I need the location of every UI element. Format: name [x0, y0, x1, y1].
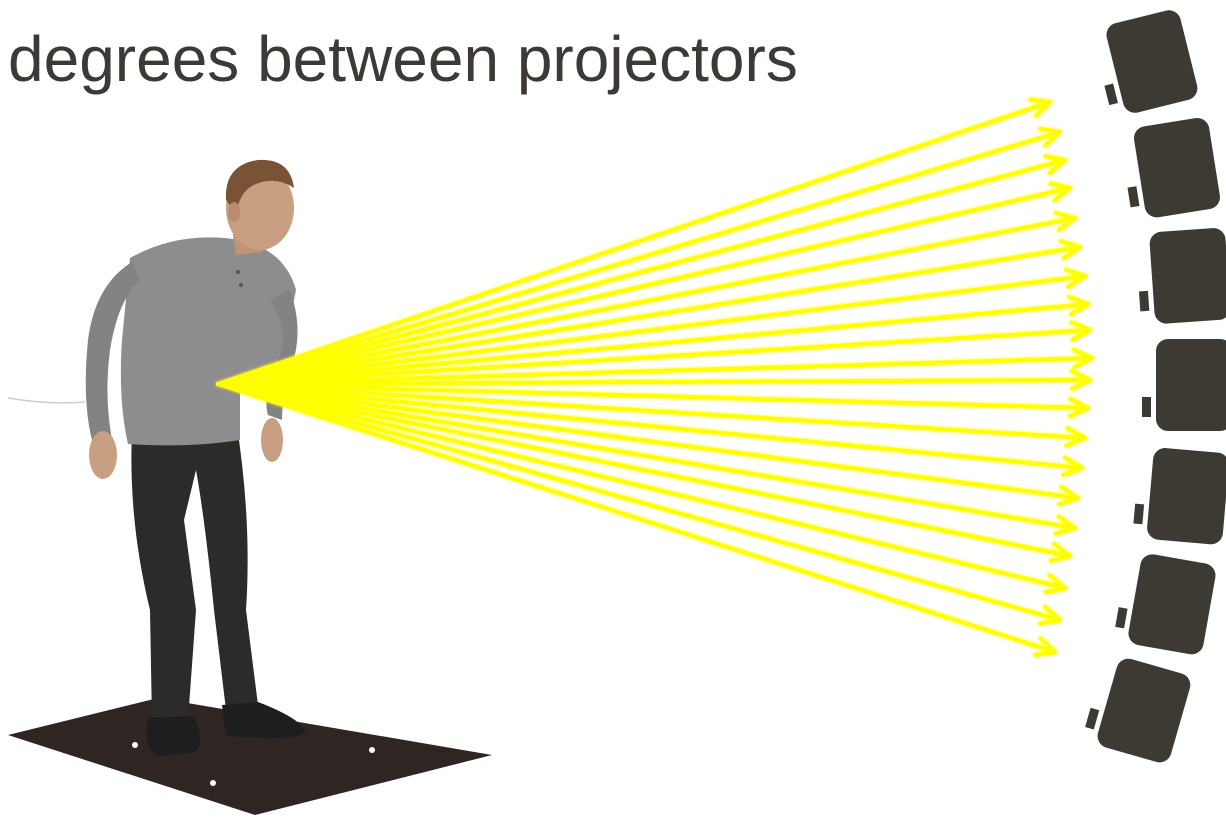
projector-array	[1085, 10, 1226, 763]
ray-arrow	[216, 210, 1077, 386]
floor-mat	[8, 698, 492, 815]
ray-arrow	[216, 382, 1084, 477]
projector-icon	[1142, 339, 1226, 431]
ray-arrow	[216, 382, 1067, 595]
ray-arrow	[216, 126, 1062, 386]
floor-mark	[132, 742, 138, 748]
ray-arrow	[216, 382, 1077, 536]
projector-icon	[1138, 228, 1226, 324]
ray-arrow	[216, 382, 1090, 419]
ray-arrow	[216, 382, 1057, 657]
projector-icon	[1133, 448, 1226, 545]
ray-fan	[216, 97, 1094, 657]
background-line	[7, 397, 86, 404]
ray-arrow	[216, 181, 1072, 386]
ray-arrow	[216, 382, 1062, 626]
projector-icon	[1127, 118, 1220, 218]
ray-arrow	[216, 382, 1072, 563]
ray-arrow	[216, 267, 1087, 386]
ray-arrow	[216, 369, 1092, 391]
floor-mark	[210, 780, 216, 786]
ray-arrow	[216, 97, 1052, 386]
ray-arrow	[216, 382, 1080, 507]
ray-arrow	[216, 239, 1082, 386]
projector-icon	[1104, 10, 1198, 113]
ray-arrow	[216, 347, 1094, 386]
standing-person-figure	[85, 159, 306, 756]
ray-arrow	[216, 382, 1087, 448]
ray-arrow	[216, 320, 1092, 386]
projector-icon	[1085, 658, 1191, 763]
ray-arrow	[216, 154, 1067, 386]
floor-mark	[369, 747, 375, 753]
projector-icon	[1115, 554, 1216, 655]
ray-arrow	[216, 294, 1090, 386]
slide-title: degrees between projectors	[8, 23, 798, 95]
